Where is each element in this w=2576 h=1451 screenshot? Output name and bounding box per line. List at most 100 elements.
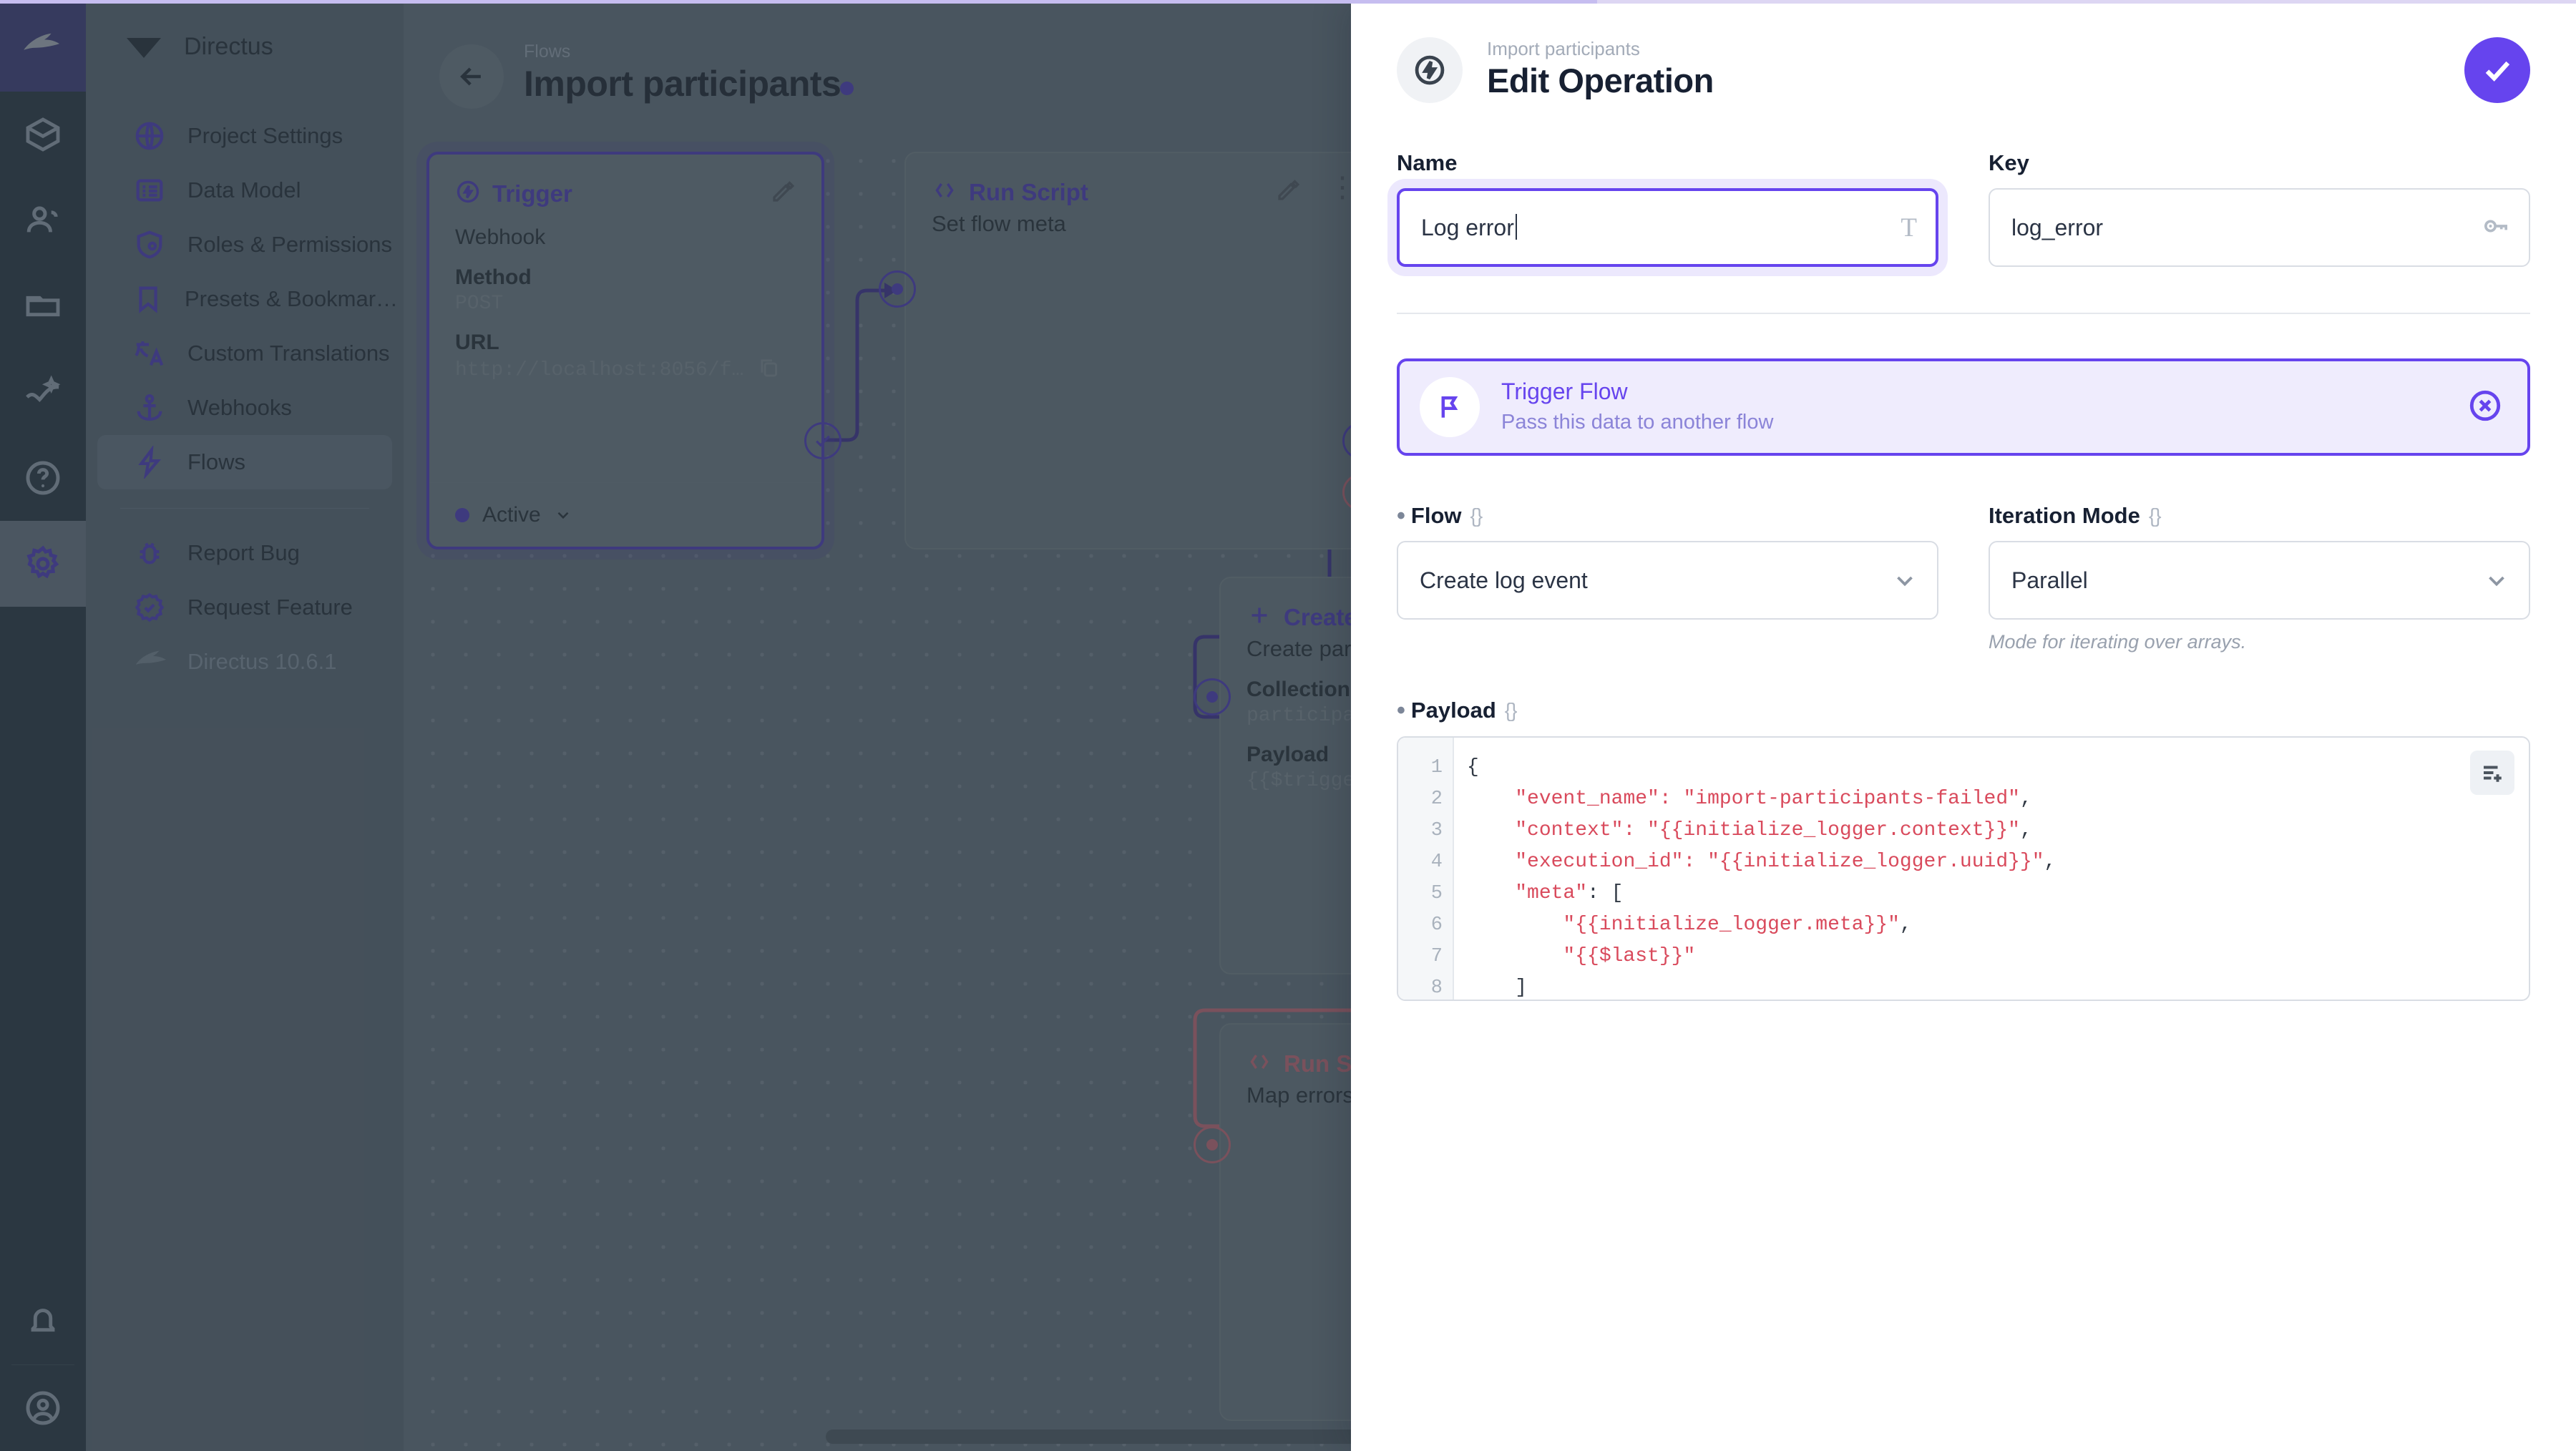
sidebar-item-label: Request Feature — [187, 595, 353, 620]
drawer-header: Import participants Edit Operation — [1351, 0, 2576, 103]
canvas-horizontal-scrollbar[interactable] — [826, 1430, 1351, 1444]
iteration-select[interactable]: Parallel — [1989, 541, 2530, 620]
flow-node-type: Create Data — [1284, 603, 1351, 630]
sidebar-item-label: Flows — [187, 449, 245, 474]
sidebar-item-report-bug[interactable]: Report Bug — [97, 526, 392, 580]
rail-item-account[interactable] — [0, 1365, 86, 1451]
edit-trigger-icon[interactable] — [770, 179, 796, 208]
bell-icon — [31, 1309, 55, 1332]
edit-operation-icon[interactable] — [1275, 177, 1301, 207]
flow-select-value: Create log event — [1420, 567, 1588, 593]
trigger-output-port[interactable] — [804, 422, 841, 459]
operation-type-card[interactable]: Trigger Flow Pass this data to another f… — [1397, 358, 2530, 456]
chevron-down-icon — [557, 512, 569, 519]
rail-item-notifications[interactable] — [0, 1279, 86, 1364]
rail-item-users[interactable] — [0, 177, 86, 263]
module-rail — [0, 0, 86, 1451]
sidebar-item-label: Presets & Bookmar… — [185, 286, 399, 311]
braces-icon: {} — [1470, 504, 1483, 527]
flow-label: Flow {} — [1397, 503, 1938, 529]
backdrop-dim-veil[interactable] — [0, 0, 1351, 1451]
sidebar-item-label: Roles & Permissions — [187, 232, 392, 257]
users-icon — [26, 206, 58, 233]
account-circle-icon — [26, 1391, 60, 1425]
directus-logo-icon[interactable] — [0, 0, 86, 92]
operation-card-description: Pass this data to another flow — [1501, 410, 1774, 434]
sidebar-item-flows[interactable]: Flows — [97, 435, 392, 489]
copy-icon[interactable] — [756, 355, 781, 383]
back-button[interactable] — [439, 44, 504, 109]
iteration-label: Iteration Mode {} — [1989, 503, 2162, 528]
anchor-icon — [132, 390, 167, 426]
iteration-hint: Mode for iterating over arrays. — [1989, 631, 2247, 653]
settings-sidebar: Directus Project Settings Data Model Rol… — [86, 0, 404, 1451]
help-circle-icon — [26, 461, 60, 495]
sidebar-brand[interactable]: Directus — [86, 0, 404, 93]
gear-icon — [26, 545, 59, 579]
sidebar-item-project-settings[interactable]: Project Settings — [97, 109, 392, 163]
bug-icon — [132, 535, 167, 571]
key-input[interactable]: log_error — [1989, 188, 2530, 267]
directus-mark-icon — [127, 38, 161, 58]
sidebar-item-webhooks[interactable]: Webhooks — [97, 381, 392, 435]
flow-canvas[interactable]: Flows Import participants — [404, 0, 1351, 1451]
trigger-status[interactable]: Active — [429, 482, 821, 547]
name-input[interactable]: Log error T — [1397, 188, 1938, 267]
rail-item-insights[interactable] — [0, 349, 86, 435]
check-icon — [2485, 61, 2510, 82]
trigger-url-value: http://localhost:8056/f… — [455, 359, 744, 381]
flow-node-type: Trigger — [492, 180, 572, 207]
sidebar-item-presets-bookmarks[interactable]: Presets & Bookmar… — [97, 272, 398, 326]
bolt-circle-icon — [455, 179, 481, 208]
operation-card-title: Trigger Flow — [1501, 378, 1628, 405]
sidebar-item-label: Data Model — [187, 177, 301, 202]
run-script-2-input-port[interactable] — [1194, 1126, 1231, 1163]
rail-item-files[interactable] — [0, 263, 86, 349]
iteration-field-group: Iteration Mode {} Parallel Mode for iter… — [1989, 503, 2530, 653]
text-format-icon: T — [1901, 212, 1917, 243]
flow-select[interactable]: Create log event — [1397, 541, 1938, 620]
insights-icon — [26, 375, 61, 402]
rail-item-help[interactable] — [0, 435, 86, 521]
flow-iteration-row: Flow {} Create log event Iteration Mode … — [1397, 503, 2530, 653]
flow-node-run-script-1[interactable]: Run Script ⋮ Set flow meta — [904, 152, 1351, 549]
save-button[interactable] — [2464, 37, 2530, 103]
breadcrumb[interactable]: Flows — [524, 41, 571, 62]
flow-node-trigger[interactable]: Trigger Webhook Method POST URL http://l… — [426, 152, 824, 549]
app-backdrop: Directus Project Settings Data Model Rol… — [0, 0, 1351, 1451]
flow-node-name: Create participants — [1246, 636, 1351, 661]
flow-node-create-data[interactable]: Create Data Create participants Collecti… — [1219, 577, 1351, 974]
dots-vertical-icon[interactable]: ⋮ — [1328, 172, 1351, 203]
clear-operation-button[interactable] — [2467, 388, 2503, 427]
sidebar-item-request-feature[interactable]: Request Feature — [97, 580, 392, 635]
drawer-overline: Import participants — [1487, 38, 1640, 60]
flag-icon — [1420, 377, 1480, 437]
sidebar-items: Project Settings Data Model Roles & Perm… — [86, 93, 404, 689]
flow-status-dot — [840, 82, 854, 95]
trigger-subtitle: Webhook — [455, 225, 546, 249]
sidebar-item-custom-translations[interactable]: Custom Translations — [97, 326, 392, 381]
payload-code-editor[interactable]: 123456789 { "event_name": "import-partic… — [1397, 736, 2530, 1001]
globe-icon — [132, 118, 167, 154]
flow-node-run-script-2[interactable]: Run Script Map errors — [1219, 1023, 1351, 1421]
arrow-left-icon — [460, 67, 481, 86]
code-line-numbers: 123456789 — [1398, 738, 1454, 1000]
run-script-1-input-port[interactable] — [879, 270, 916, 308]
trigger-url-label: URL — [455, 331, 499, 354]
box-icon — [26, 117, 60, 152]
page-title: Import participants — [524, 64, 841, 104]
directus-mark-icon — [132, 644, 167, 680]
insert-lines-icon[interactable] — [2470, 751, 2514, 795]
bookmark-icon — [132, 281, 165, 317]
close-circle-icon — [2469, 390, 2501, 421]
rail-item-settings[interactable] — [0, 521, 86, 607]
create-data-input-port[interactable] — [1194, 678, 1231, 715]
sidebar-item-data-model[interactable]: Data Model — [97, 163, 392, 218]
flow-field-group: Flow {} Create log event — [1397, 503, 1938, 653]
code-content[interactable]: { "event_name": "import-participants-fai… — [1467, 756, 2057, 999]
name-field-group: Name Log error T — [1397, 150, 1938, 267]
rail-item-content[interactable] — [0, 92, 86, 177]
flow-header — [404, 0, 1351, 143]
sidebar-item-roles-permissions[interactable]: Roles & Permissions — [97, 218, 392, 272]
